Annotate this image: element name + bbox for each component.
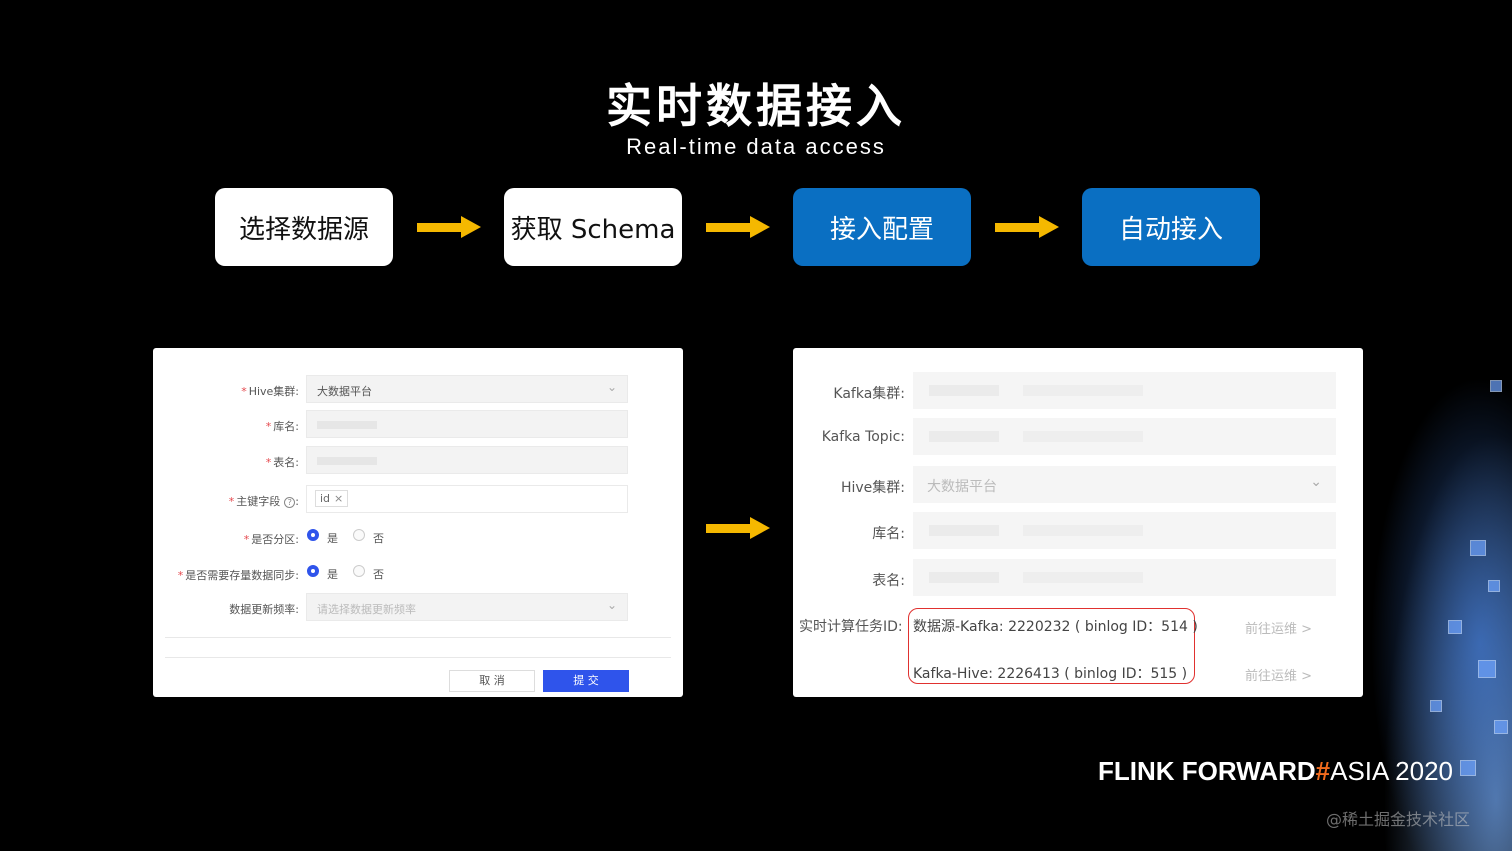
sync-no-radio[interactable] xyxy=(353,565,365,577)
decorative-glow xyxy=(1352,331,1512,851)
step-access-config: 接入配置 xyxy=(793,188,971,266)
required-mark: * xyxy=(243,533,250,546)
task-highlight-box xyxy=(908,608,1195,684)
watermark: @稀土掘金技术社区 xyxy=(1326,810,1471,829)
hive-cluster-value: 大数据平台 xyxy=(317,385,372,398)
hive-cluster-select[interactable]: 大数据平台 ⌄ xyxy=(913,466,1336,503)
cancel-button[interactable]: 取 消 xyxy=(449,670,535,692)
required-mark: * xyxy=(177,569,184,582)
db-name-row: *库名: xyxy=(153,410,683,440)
update-freq-select[interactable]: 请选择数据更新频率 ⌄ xyxy=(306,593,628,621)
update-freq-placeholder: 请选择数据更新频率 xyxy=(317,603,416,616)
sync-no-label: 否 xyxy=(373,568,384,581)
kafka-cluster-row: Kafka集群: xyxy=(793,372,1363,412)
task-id-source-kafka: 数据源-Kafka: 2220232 ( binlog ID：514 ) xyxy=(913,619,1198,635)
hive-cluster-label: Hive集群: xyxy=(248,385,299,398)
step-select-datasource: 选择数据源 xyxy=(215,188,393,266)
update-freq-label: 数据更新频率: xyxy=(229,603,299,616)
partition-no-label: 否 xyxy=(373,532,384,545)
required-mark: * xyxy=(265,420,272,433)
chevron-down-icon: ⌄ xyxy=(606,380,617,394)
close-icon[interactable]: × xyxy=(334,492,344,505)
kafka-topic-row: Kafka Topic: xyxy=(793,418,1363,458)
hive-cluster-label: Hive集群: xyxy=(840,480,905,496)
decorative-cube xyxy=(1478,660,1496,678)
partition-yes-radio[interactable] xyxy=(307,529,319,541)
submit-button[interactable]: 提 交 xyxy=(543,670,629,692)
step-get-schema: 获取 Schema xyxy=(504,188,682,266)
divider xyxy=(165,657,671,658)
hive-cluster-row: Hive集群: 大数据平台 ⌄ xyxy=(793,466,1363,506)
sync-yes-label: 是 xyxy=(327,568,338,581)
hive-cluster-row: *Hive集群: 大数据平台 ⌄ xyxy=(153,375,683,405)
step-auto-access: 自动接入 xyxy=(1082,188,1260,266)
hive-cluster-value: 大数据平台 xyxy=(927,479,997,495)
db-name-label: 库名: xyxy=(872,526,905,542)
divider xyxy=(165,637,671,638)
slide-title: 实时数据接入 xyxy=(606,79,906,133)
db-name-label: 库名: xyxy=(273,420,299,433)
task-id-label: 实时计算任务ID: xyxy=(799,619,903,635)
sync-yes-radio[interactable] xyxy=(307,565,319,577)
decorative-cube xyxy=(1494,720,1508,734)
db-name-row: 库名: xyxy=(793,512,1363,552)
kafka-topic-label: Kafka Topic: xyxy=(821,429,905,445)
primary-key-label: 主键字段 xyxy=(236,495,281,508)
task-id-kafka-hive: Kafka-Hive: 2226413 ( binlog ID：515 ) xyxy=(913,666,1188,682)
partition-row: *是否分区: 是 否 xyxy=(153,523,683,553)
partition-no-radio[interactable] xyxy=(353,529,365,541)
chevron-down-icon: ⌄ xyxy=(1310,474,1322,490)
partition-label: 是否分区: xyxy=(251,533,299,546)
decorative-cube xyxy=(1470,540,1486,556)
config-form-panel: *Hive集群: 大数据平台 ⌄ *库名: *表名: *主键字段?: id× *… xyxy=(153,348,683,697)
primary-key-row: *主键字段?: id× xyxy=(153,485,683,515)
question-icon[interactable]: ? xyxy=(284,497,296,508)
partition-yes-label: 是 xyxy=(327,532,338,545)
table-name-label: 表名: xyxy=(273,456,299,469)
required-mark: * xyxy=(228,495,235,508)
sync-existing-row: *是否需要存量数据同步: 是 否 xyxy=(153,559,683,589)
kafka-cluster-label: Kafka集群: xyxy=(833,386,905,402)
go-to-ops-link[interactable]: 前往运维 > xyxy=(1245,669,1313,684)
slide-subtitle: Real-time data access xyxy=(626,134,886,159)
sync-existing-label: 是否需要存量数据同步: xyxy=(185,569,299,582)
update-freq-row: 数据更新频率: 请选择数据更新频率 ⌄ xyxy=(153,593,683,623)
db-name-field xyxy=(913,512,1336,549)
db-name-input[interactable] xyxy=(306,410,628,438)
table-name-row: *表名: xyxy=(153,446,683,476)
chevron-down-icon: ⌄ xyxy=(606,598,617,612)
task-detail-panel: Kafka集群: Kafka Topic: Hive集群: 大数据平台 ⌄ 库名… xyxy=(793,348,1363,697)
table-name-field xyxy=(913,559,1336,596)
table-name-row: 表名: xyxy=(793,559,1363,599)
required-mark: * xyxy=(265,456,272,469)
kafka-cluster-field xyxy=(913,372,1336,409)
hive-cluster-select[interactable]: 大数据平台 ⌄ xyxy=(306,375,628,403)
decorative-cube xyxy=(1448,620,1462,634)
decorative-cube xyxy=(1490,380,1502,392)
table-name-input[interactable] xyxy=(306,446,628,474)
decorative-cube xyxy=(1430,700,1442,712)
kafka-topic-field xyxy=(913,418,1336,455)
table-name-label: 表名: xyxy=(872,573,905,589)
decorative-cube xyxy=(1460,760,1476,776)
primary-key-select[interactable]: id× xyxy=(306,485,628,513)
required-mark: * xyxy=(241,385,247,398)
brand-logo: FLINK FORWARD#ASIA 2020 xyxy=(1098,756,1453,786)
go-to-ops-link[interactable]: 前往运维 > xyxy=(1245,622,1313,637)
decorative-cube xyxy=(1488,580,1500,592)
primary-key-tag: id× xyxy=(315,490,349,507)
